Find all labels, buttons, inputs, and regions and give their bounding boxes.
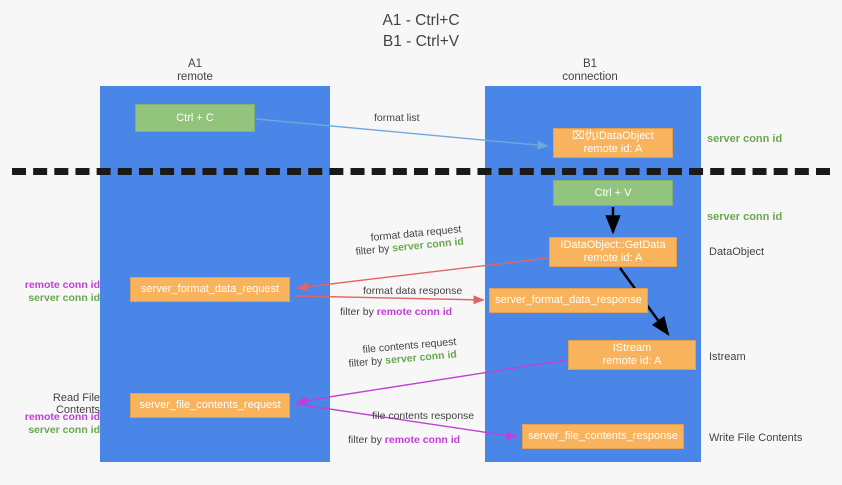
filter-key-remote-conn-id: remote conn id <box>384 434 461 446</box>
node-ctrl-c[interactable]: Ctrl + C <box>135 104 255 132</box>
filter-prefix: filter by <box>340 306 377 318</box>
node-ctrl-c-label: Ctrl + C <box>176 111 214 124</box>
label-server-conn-id: server conn id <box>28 292 100 304</box>
node-ctrl-v-label: Ctrl + V <box>594 186 632 199</box>
node-idataobject[interactable]: ⌧仇IDataObject remote id: A <box>553 128 673 158</box>
node-server-format-data-response[interactable]: server_format_data_response <box>489 288 648 313</box>
node-getdata-line2: remote id: A <box>583 252 643 264</box>
column-header-b1: B1 connection <box>525 58 655 84</box>
label-remote-conn-id: remote conn id <box>24 279 100 291</box>
node-idataobject-line2: remote id: A <box>583 143 643 155</box>
label-conn-pair-top: remote conn id server conn id <box>8 279 100 305</box>
edge-label-format-data-response-filter: filter by remote conn id <box>340 305 452 319</box>
column-header-a1-name: A1 <box>187 58 203 70</box>
label-read-file-contents: Read File Contents <box>52 392 100 416</box>
label-conn-pair-bottom: remote conn id server conn id <box>8 411 100 437</box>
edge-label-format-data-response: format data response <box>363 285 463 297</box>
column-header-a1-role: remote <box>177 71 213 83</box>
filter-key-remote-conn-id: remote conn id <box>376 306 453 318</box>
column-header-a1: A1 remote <box>130 58 260 84</box>
node-server-format-data-request[interactable]: server_format_data_request <box>130 277 290 302</box>
node-server-file-contents-request-label: server_file_contents_request <box>139 399 281 411</box>
node-server-file-contents-response-label: server_file_contents_response <box>528 430 678 442</box>
edge-label-file-contents-response: file contents response <box>372 410 475 422</box>
label-server-conn-id: server conn id <box>28 424 100 436</box>
node-istream-line2: remote id: A <box>602 355 662 367</box>
label-istream: Istream <box>709 351 746 363</box>
node-istream[interactable]: IStream remote id: A <box>568 340 696 370</box>
node-server-file-contents-response[interactable]: server_file_contents_response <box>522 424 684 449</box>
filter-prefix: filter by <box>355 242 393 258</box>
label-server-conn-id-top: server conn id <box>707 133 783 145</box>
node-ctrl-v[interactable]: Ctrl + V <box>553 180 673 206</box>
page-title: A1 - Ctrl+C B1 - Ctrl+V <box>382 12 460 50</box>
node-idataobject-line1: ⌧仇IDataObject <box>572 130 654 142</box>
label-dataobject: DataObject <box>709 246 765 258</box>
node-getdata[interactable]: IDataObject::GetData remote id: A <box>549 237 677 267</box>
label-server-conn-id-mid: server conn id <box>707 211 783 223</box>
label-write-file-contents: Write File Contents <box>709 432 803 444</box>
label-remote-conn-id: remote conn id <box>24 411 100 423</box>
filter-prefix: filter by <box>348 434 385 446</box>
column-header-b1-role: connection <box>562 71 618 83</box>
column-header-b1-name: B1 <box>582 58 598 70</box>
filter-prefix: filter by <box>348 354 386 370</box>
edge-label-format-list: format list <box>374 112 420 124</box>
node-getdata-line1: IDataObject::GetData <box>560 239 666 251</box>
node-server-file-contents-request[interactable]: server_file_contents_request <box>130 393 290 418</box>
node-istream-line1: IStream <box>612 342 652 354</box>
node-server-format-data-request-label: server_format_data_request <box>140 283 280 295</box>
node-server-format-data-response-label: server_format_data_response <box>495 294 642 306</box>
phase-divider <box>12 168 830 175</box>
edge-label-file-contents-response-filter: filter by remote conn id <box>348 433 460 447</box>
